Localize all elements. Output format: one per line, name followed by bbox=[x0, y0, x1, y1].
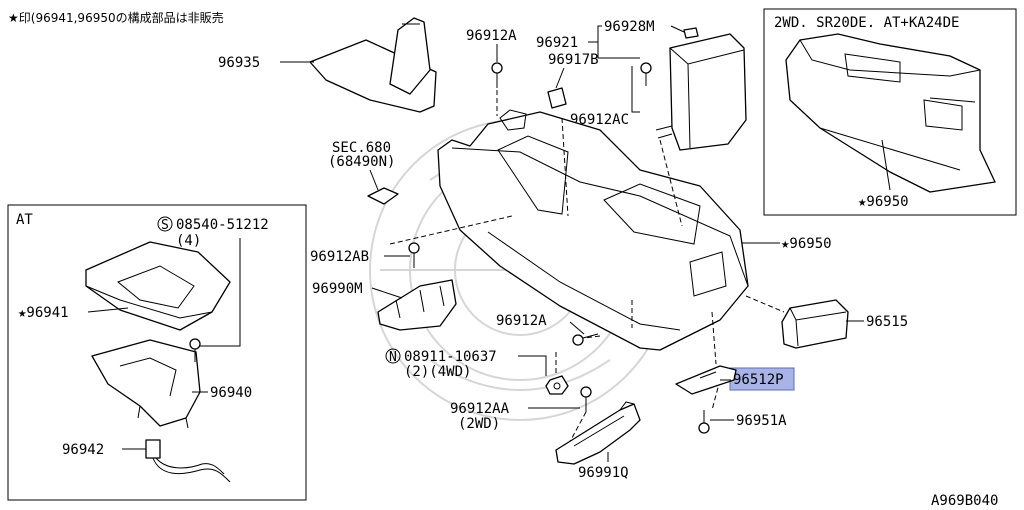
label-96912A-top: 96912A bbox=[466, 28, 517, 44]
armrest-lid-96921-drawing bbox=[655, 33, 747, 151]
leader-96912AC bbox=[631, 66, 640, 113]
label-96940: 96940 bbox=[210, 385, 252, 401]
label-sec680: SEC.680 bbox=[332, 140, 391, 156]
label-96912A-mid: 96912A bbox=[496, 313, 547, 329]
label-96917B: 96917B bbox=[548, 52, 599, 68]
label-96912AB: 96912AB bbox=[310, 249, 369, 265]
leader-96917B bbox=[555, 67, 565, 89]
label-96912AC: 96912AC bbox=[570, 112, 629, 128]
harness-96942-drawing bbox=[145, 439, 231, 483]
center-console-96950-drawing bbox=[437, 109, 749, 351]
screw-icon bbox=[640, 62, 652, 86]
leader-96990M bbox=[371, 287, 403, 299]
clip-icon bbox=[547, 87, 567, 109]
label-96921: 96921 bbox=[536, 35, 578, 51]
label-screw-qty: (4) bbox=[176, 233, 201, 249]
pocket-96515-drawing bbox=[781, 299, 849, 349]
label-08911-10637: 08911-10637 bbox=[404, 349, 497, 365]
leader-96941 bbox=[87, 307, 129, 313]
label-96935: 96935 bbox=[218, 55, 260, 71]
label-nut-qty: (2)(4WD) bbox=[404, 364, 471, 380]
shift-boot-96935-drawing bbox=[309, 17, 437, 113]
nut-icon bbox=[545, 375, 569, 395]
leader-08540 bbox=[200, 238, 241, 347]
label-sec680-ref: (68490N) bbox=[328, 154, 395, 170]
clip-icon bbox=[683, 27, 699, 39]
label-96912AA: 96912AA bbox=[450, 401, 510, 417]
finisher-96941-drawing bbox=[85, 241, 231, 331]
label-96991Q: 96991Q bbox=[578, 465, 629, 481]
bracket-96991Q-drawing bbox=[555, 401, 641, 465]
nut-mark-circle bbox=[385, 348, 401, 364]
label-96990M: 96990M bbox=[312, 281, 363, 297]
label-96515: 96515 bbox=[866, 314, 908, 330]
figure-id: A969B040 bbox=[931, 493, 998, 509]
bracket-96940-drawing bbox=[91, 339, 201, 429]
leader-96928M bbox=[670, 25, 685, 33]
label-96942: 96942 bbox=[62, 442, 104, 458]
leader-sec680 bbox=[369, 169, 379, 191]
plug-68490N-drawing bbox=[367, 187, 399, 205]
screw-icon bbox=[580, 386, 592, 412]
inset-2wd-title: 2WD. SR20DE. AT+KA24DE bbox=[774, 15, 959, 31]
label-96941: ★96941 bbox=[18, 305, 69, 321]
inset-at-title: AT bbox=[16, 212, 33, 228]
label-96512P: 96512P bbox=[733, 372, 784, 388]
label-96950: ★96950 bbox=[781, 236, 832, 252]
console-2wd-drawing bbox=[785, 33, 996, 193]
leader-96912A-mid bbox=[569, 321, 585, 335]
assembly-dashes bbox=[389, 117, 785, 461]
screw-icon bbox=[408, 242, 420, 268]
label-96950-inset: ★96950 bbox=[858, 194, 909, 210]
bracket-96990M-drawing bbox=[377, 279, 457, 331]
label-96928M: 96928M bbox=[604, 19, 655, 35]
screw-icon bbox=[491, 62, 503, 88]
note-text: ★印(96941,96950の構成部品は非販売 bbox=[8, 10, 224, 25]
label-08540-51212: 08540-51212 bbox=[176, 217, 269, 233]
screw-mark: S bbox=[161, 218, 169, 233]
label-96912AA-note: (2WD) bbox=[458, 416, 500, 432]
inset-at-frame bbox=[7, 204, 307, 501]
screw-mark-circle bbox=[157, 216, 173, 232]
nut-mark: N bbox=[389, 350, 397, 365]
screw-icon bbox=[698, 410, 710, 434]
screw-icon bbox=[189, 338, 201, 362]
bracket-96512P-drawing bbox=[675, 365, 737, 395]
label-96951A: 96951A bbox=[736, 413, 787, 429]
leader-nut bbox=[518, 355, 547, 376]
inset-2wd-frame bbox=[763, 8, 1017, 216]
leader-96921 bbox=[588, 25, 640, 59]
screw-icon bbox=[572, 333, 599, 346]
leader-96950-inset bbox=[881, 139, 891, 191]
